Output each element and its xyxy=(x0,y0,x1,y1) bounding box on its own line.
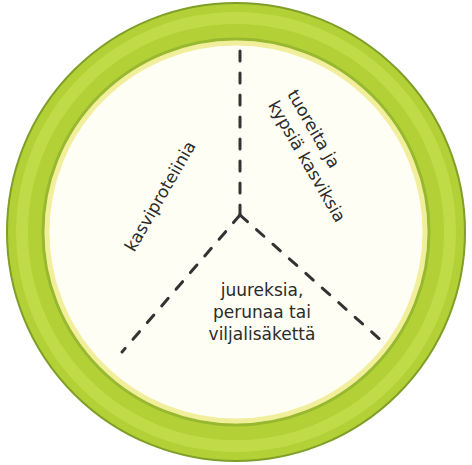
divider-line xyxy=(240,215,383,342)
rim-highlight xyxy=(22,18,450,446)
plate-section: juureksia, perunaa tai viljalisäkettä xyxy=(193,275,331,349)
plate-rim xyxy=(7,3,465,461)
divider-line xyxy=(239,50,242,215)
section-label: juureksia, perunaa tai viljalisäkettä xyxy=(197,279,327,345)
plate-surface xyxy=(47,43,425,421)
rim-inner-edge xyxy=(43,39,429,425)
